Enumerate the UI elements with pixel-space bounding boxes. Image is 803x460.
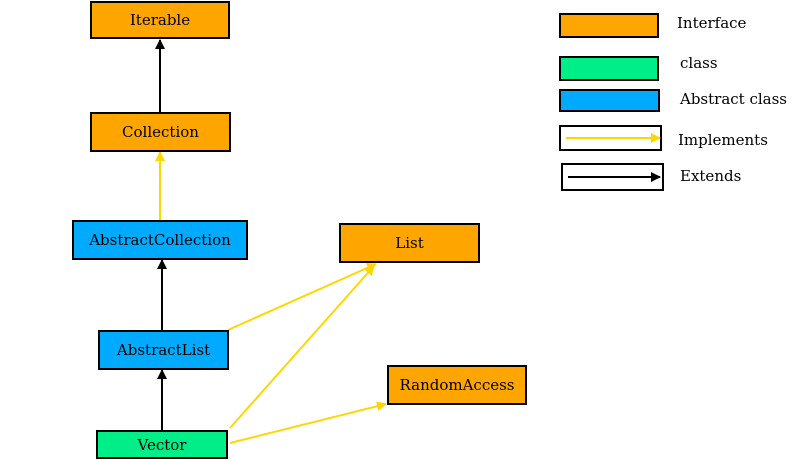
node-list-label: List [395, 234, 424, 252]
legend-implements-label: Implements [678, 131, 768, 149]
legend-extends-box [561, 163, 664, 191]
legend-class-label: class [680, 54, 718, 72]
legend-interface-swatch [559, 13, 659, 38]
legend-extends-label: Extends [680, 167, 742, 185]
node-vector: Vector [96, 430, 228, 459]
legend-implements-box [559, 125, 662, 151]
node-abstract-list-label: AbstractList [116, 341, 211, 359]
node-vector-label: Vector [137, 435, 187, 454]
node-collection: Collection [90, 112, 231, 152]
legend-class-swatch [559, 56, 659, 81]
node-random-access-label: RandomAccess [399, 376, 515, 394]
edge-abstractlist-implements-list [227, 263, 377, 331]
node-iterable-label: Iterable [129, 11, 191, 29]
node-random-access: RandomAccess [387, 365, 527, 405]
legend-abstract-class-label: Abstract class [680, 90, 788, 108]
legend-abstract-class-swatch [559, 89, 660, 112]
node-abstract-collection-label: AbstractCollection [89, 231, 231, 249]
node-iterable: Iterable [90, 1, 230, 39]
node-list: List [339, 223, 480, 263]
node-collection-label: Collection [122, 123, 199, 141]
edge-vector-implements-randomaccess [229, 401, 387, 444]
node-abstract-list: AbstractList [98, 330, 229, 370]
legend-interface-label: Interface [677, 14, 747, 32]
edge-vector-implements-list [229, 265, 375, 429]
node-abstract-collection: AbstractCollection [72, 220, 248, 260]
